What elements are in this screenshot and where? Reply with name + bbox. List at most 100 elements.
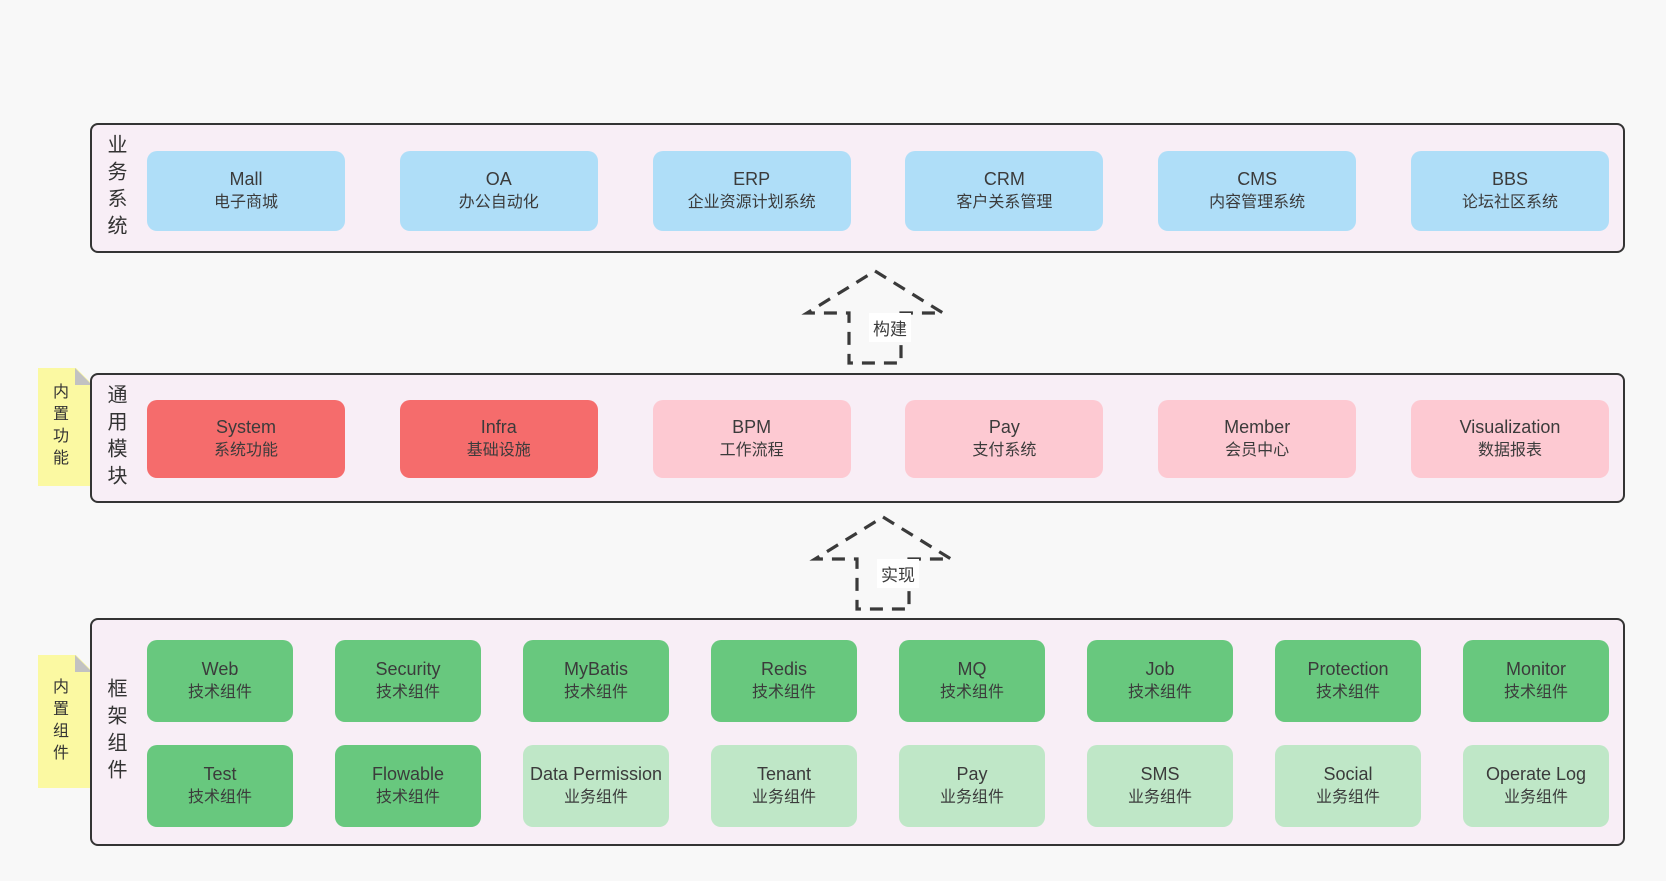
box-title: SMS (1140, 763, 1180, 784)
box-subtitle: 技术组件 (187, 684, 252, 702)
box-subtitle: 技术组件 (1315, 684, 1380, 702)
box-infra: Infra 基础设施 (399, 400, 598, 478)
box-crm: CRM 客户关系管理 (905, 151, 1104, 231)
arrow-build-label: 构建 (869, 313, 911, 342)
box-protection: Protection 技术组件 (1275, 640, 1421, 722)
box-subtitle: 业务组件 (751, 789, 816, 807)
sticky-label: 内置组件 (50, 677, 67, 766)
box-subtitle: 业务组件 (1127, 789, 1192, 807)
box-title: Data Permission (529, 763, 663, 784)
box-tenant: Tenant 业务组件 (711, 745, 857, 827)
box-subtitle: 办公自动化 (458, 194, 539, 212)
folded-corner-icon (75, 368, 92, 385)
box-title: MQ (957, 658, 987, 679)
box-title: Security (375, 658, 441, 679)
box-system: System 系统功能 (147, 400, 345, 478)
box-subtitle: 业务组件 (1315, 789, 1380, 807)
layer-label-common-modules: 通用模块 (104, 384, 126, 492)
box-subtitle: 技术组件 (563, 684, 628, 702)
box-oa: OA 办公自动化 (399, 151, 598, 231)
box-subtitle: 内容管理系统 (1209, 194, 1306, 212)
sticky-label: 内置功能 (50, 383, 67, 471)
components-row-2: Test 技术组件 Flowable 技术组件 Data Permission … (147, 745, 1609, 827)
box-redis: Redis 技术组件 (711, 640, 857, 722)
box-subtitle: 电子商城 (213, 194, 278, 212)
box-subtitle: 企业资源计划系统 (687, 194, 816, 212)
business-boxes-row: Mall 电子商城 OA 办公自动化 ERP 企业资源计划系统 CRM 客户关系… (147, 151, 1609, 231)
box-subtitle: 会员中心 (1225, 442, 1290, 460)
sticky-note-builtin-features: 内置功能 (38, 368, 92, 486)
box-subtitle: 论坛社区系统 (1461, 194, 1558, 212)
box-title: Pay (988, 416, 1020, 437)
layer-common-modules: 通用模块 System 系统功能 Infra 基础设施 BPM 工作流程 Pay… (90, 373, 1625, 503)
box-bpm: BPM 工作流程 (652, 400, 851, 478)
modules-boxes-row: System 系统功能 Infra 基础设施 BPM 工作流程 Pay 支付系统… (147, 400, 1609, 478)
box-title: OA (485, 168, 512, 189)
dashed-up-arrow-icon (809, 515, 957, 611)
box-title: Social (1323, 763, 1373, 784)
sticky-note-builtin-components: 内置组件 (38, 655, 92, 788)
box-title: Infra (480, 416, 517, 437)
box-social: Social 业务组件 (1275, 745, 1421, 827)
box-operate-log: Operate Log 业务组件 (1463, 745, 1609, 827)
box-security: Security 技术组件 (335, 640, 481, 722)
box-job: Job 技术组件 (1087, 640, 1233, 722)
box-title: Flowable (371, 763, 445, 784)
box-title: Web (201, 658, 239, 679)
box-title: Job (1145, 658, 1175, 679)
box-title: Member (1224, 416, 1291, 437)
box-subtitle: 技术组件 (375, 684, 440, 702)
box-title: Test (203, 763, 237, 784)
box-subtitle: 技术组件 (375, 789, 440, 807)
box-test: Test 技术组件 (147, 745, 293, 827)
box-title: CRM (983, 168, 1025, 189)
box-title: System (215, 416, 276, 437)
box-subtitle: 技术组件 (187, 789, 252, 807)
folded-corner-icon (75, 655, 92, 672)
box-web: Web 技术组件 (147, 640, 293, 722)
box-subtitle: 技术组件 (751, 684, 816, 702)
box-subtitle: 工作流程 (719, 442, 784, 460)
box-title: Protection (1307, 658, 1389, 679)
layer-label-framework-components: 框架组件 (104, 678, 126, 786)
box-subtitle: 支付系统 (972, 442, 1037, 460)
box-pay-module: Pay 支付系统 (905, 400, 1104, 478)
layer-framework-components: 框架组件 Web 技术组件 Security 技术组件 MyBatis 技术组件… (90, 618, 1625, 846)
box-subtitle: 系统功能 (213, 442, 278, 460)
box-subtitle: 技术组件 (939, 684, 1004, 702)
sticky-paper (38, 655, 92, 788)
box-title: MyBatis (563, 658, 628, 679)
arrow-build: 构建 (800, 268, 950, 366)
box-subtitle: 技术组件 (1503, 684, 1568, 702)
box-title: CMS (1237, 168, 1278, 189)
box-title: Operate Log (1485, 763, 1587, 784)
box-title: Mall (229, 168, 263, 189)
box-subtitle: 业务组件 (939, 789, 1004, 807)
box-visualization: Visualization 数据报表 (1410, 400, 1609, 478)
box-pay-component: Pay 业务组件 (899, 745, 1045, 827)
box-subtitle: 基础设施 (466, 442, 531, 460)
box-title: Visualization (1459, 416, 1561, 437)
box-data-permission: Data Permission 业务组件 (523, 745, 669, 827)
box-sms: SMS 业务组件 (1087, 745, 1233, 827)
arrow-implement: 实现 (808, 514, 958, 612)
box-mybatis: MyBatis 技术组件 (523, 640, 669, 722)
dashed-up-arrow-icon (801, 269, 949, 365)
layer-label-business-systems: 业务系统 (104, 134, 126, 242)
box-title: ERP (733, 168, 771, 189)
box-erp: ERP 企业资源计划系统 (652, 151, 851, 231)
box-mall: Mall 电子商城 (147, 151, 345, 231)
box-title: BBS (1491, 168, 1528, 189)
box-title: Monitor (1505, 658, 1567, 679)
sticky-paper (38, 368, 92, 486)
box-mq: MQ 技术组件 (899, 640, 1045, 722)
box-flowable: Flowable 技术组件 (335, 745, 481, 827)
box-title: Tenant (756, 763, 812, 784)
box-bbs: BBS 论坛社区系统 (1410, 151, 1609, 231)
box-cms: CMS 内容管理系统 (1158, 151, 1357, 231)
box-member: Member 会员中心 (1158, 400, 1357, 478)
box-subtitle: 数据报表 (1477, 442, 1542, 460)
box-monitor: Monitor 技术组件 (1463, 640, 1609, 722)
box-subtitle: 业务组件 (1503, 789, 1568, 807)
